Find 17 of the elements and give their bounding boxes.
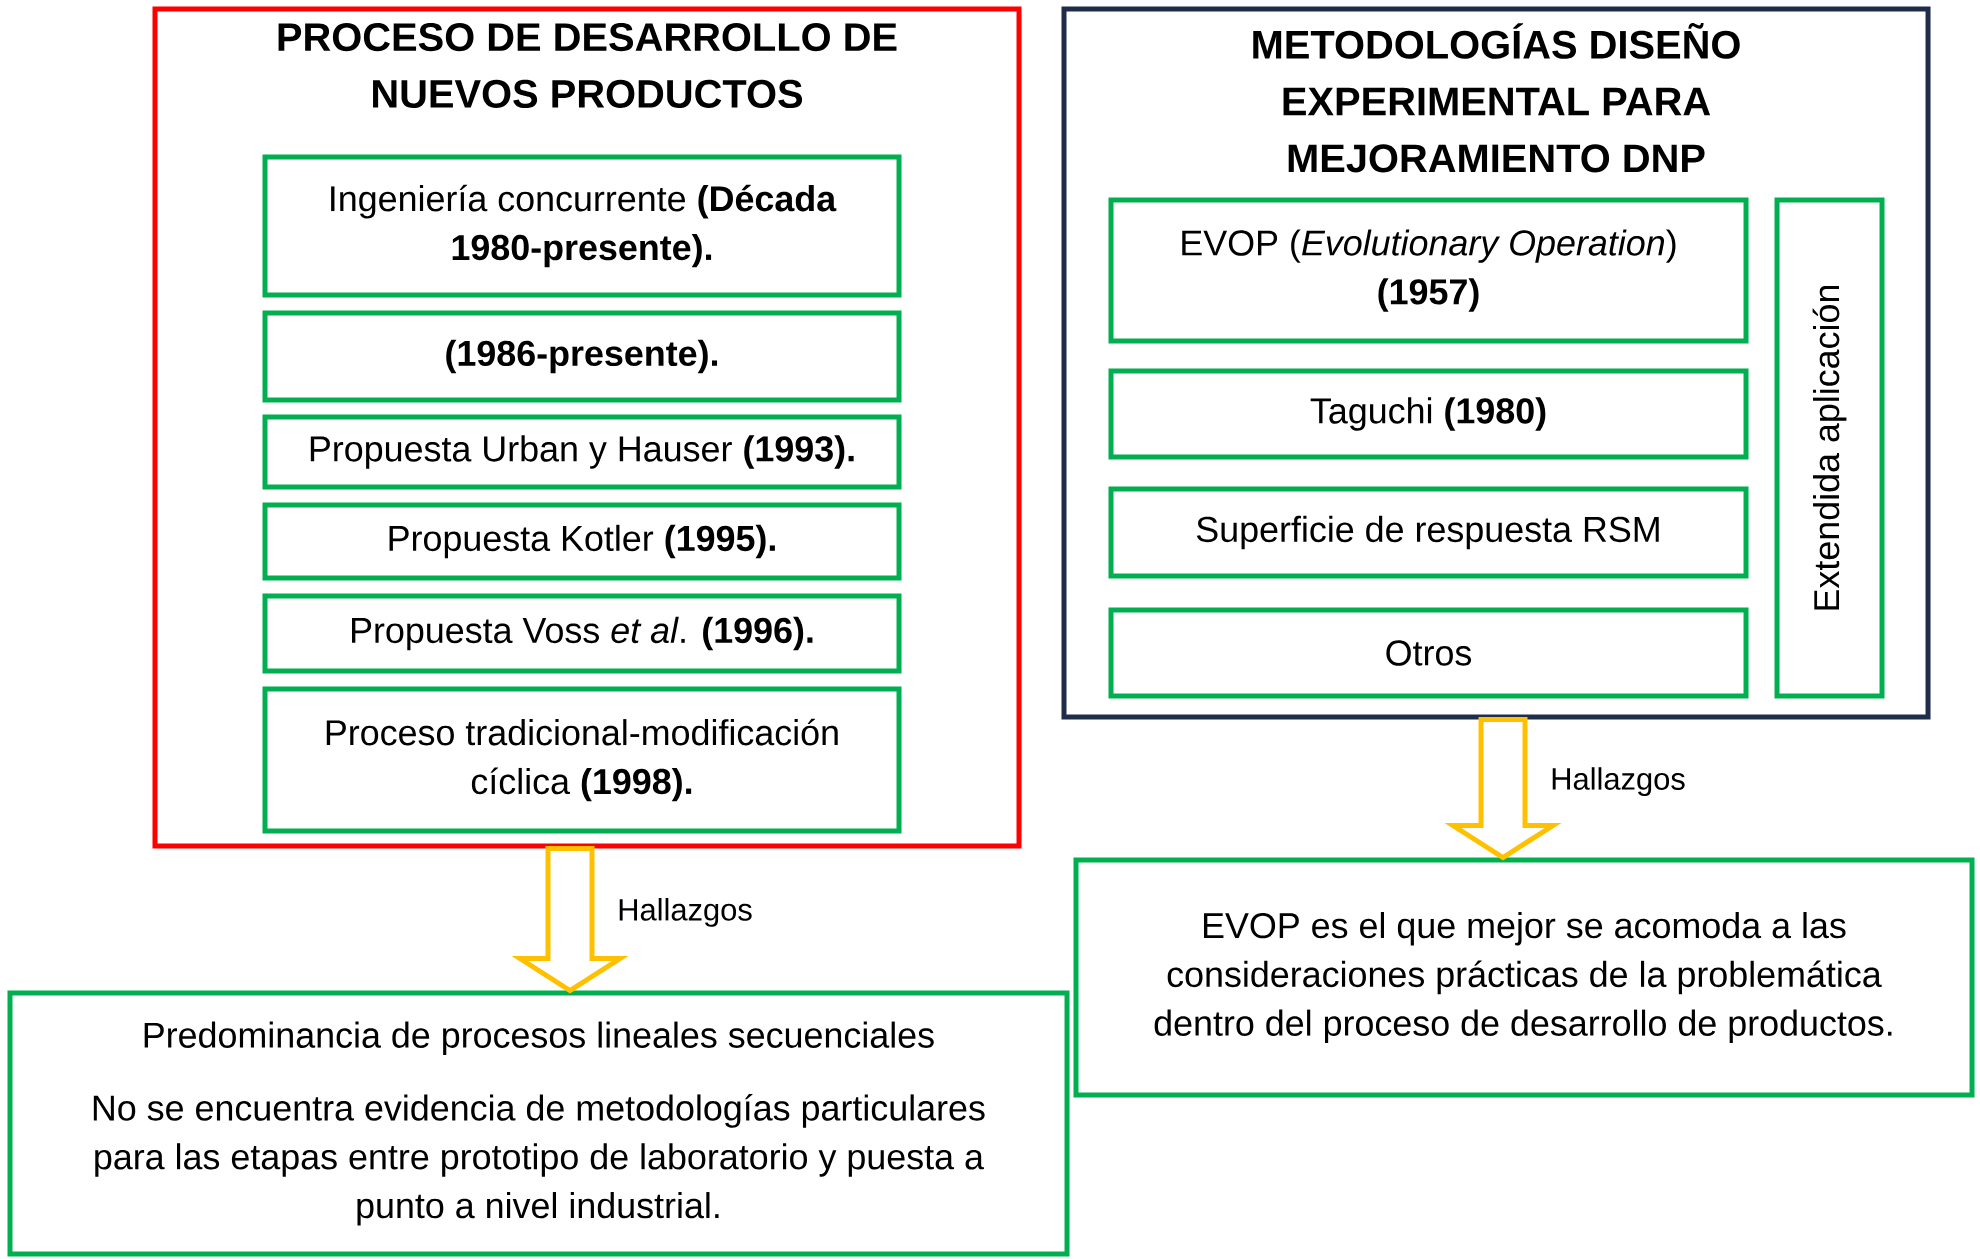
block-arrow [511, 846, 629, 994]
text-box: Propuesta Kotler (1995). [262, 502, 902, 581]
text-box: EVOP (Evolutionary Operation) (1957) [1108, 197, 1749, 344]
text-box: Ingeniería concurrente (Década 1980-presente). [262, 154, 902, 298]
edge-label: Hallazgos [1548, 765, 1688, 798]
text-box: Proceso tradicional-modificación cíclica (1998). [262, 686, 902, 834]
text-box: Taguchi (1980) [1108, 368, 1749, 460]
text-box: Propuesta Urban y Hauser (1993). [262, 414, 902, 490]
text-box: Superficie de respuesta RSM [1108, 486, 1749, 579]
text-box: Predominancia de procesos lineales secuenciales No se encuentra evidencia de metodologías particulares para las etapas entre prototipo de laboratorio y puesta a punto a nivel industrial. [7, 990, 1070, 1257]
text-box: Otros [1108, 607, 1749, 699]
text-box: Propuesta Voss et al. (1996). [262, 593, 902, 674]
text-box: EVOP es el que mejor se acomoda a las consideraciones prácticas de la problemática dentro del proceso de desarrollo de productos. [1073, 857, 1975, 1098]
text-box: (1986-presente). [262, 310, 902, 403]
block-arrow [1444, 717, 1562, 861]
rotated-label-box: Extendida aplicación [1774, 197, 1885, 699]
edge-label: Hallazgos [615, 896, 755, 929]
